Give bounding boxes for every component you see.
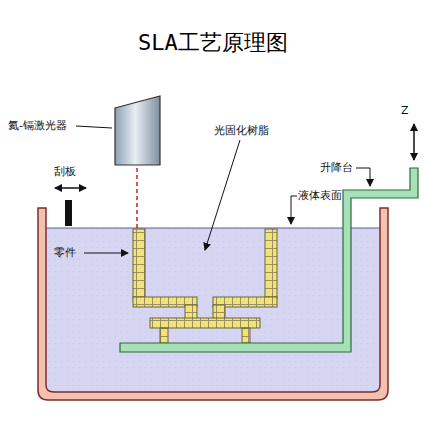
laser: [115, 96, 160, 165]
elevator-platform: [120, 168, 418, 352]
surface-label: 液体表面: [298, 189, 342, 202]
elevator-label: 升降台: [320, 161, 353, 174]
liquid-surface: [46, 228, 380, 229]
tank: [38, 208, 388, 400]
laser-beam: [136, 168, 138, 230]
scraper-label: 刮板: [54, 165, 76, 178]
scraper-arrow: [55, 187, 86, 189]
leader-arrow: [84, 253, 128, 254]
leader-line: [76, 126, 112, 128]
scraper: [65, 200, 72, 226]
title: SLA工艺原理图: [138, 28, 288, 58]
resin-label: 光固化树脂: [214, 124, 269, 137]
part: [133, 229, 277, 343]
z-arrow: [413, 124, 415, 160]
leader-arrow: [356, 168, 370, 186]
resin-liquid: [46, 228, 380, 392]
leader-arrow: [291, 196, 297, 224]
laser-label: 氦-镉激光器: [8, 119, 67, 132]
part-label: 零件: [53, 246, 77, 259]
axis-label: Z: [401, 104, 409, 117]
leader-arrow: [205, 140, 240, 250]
